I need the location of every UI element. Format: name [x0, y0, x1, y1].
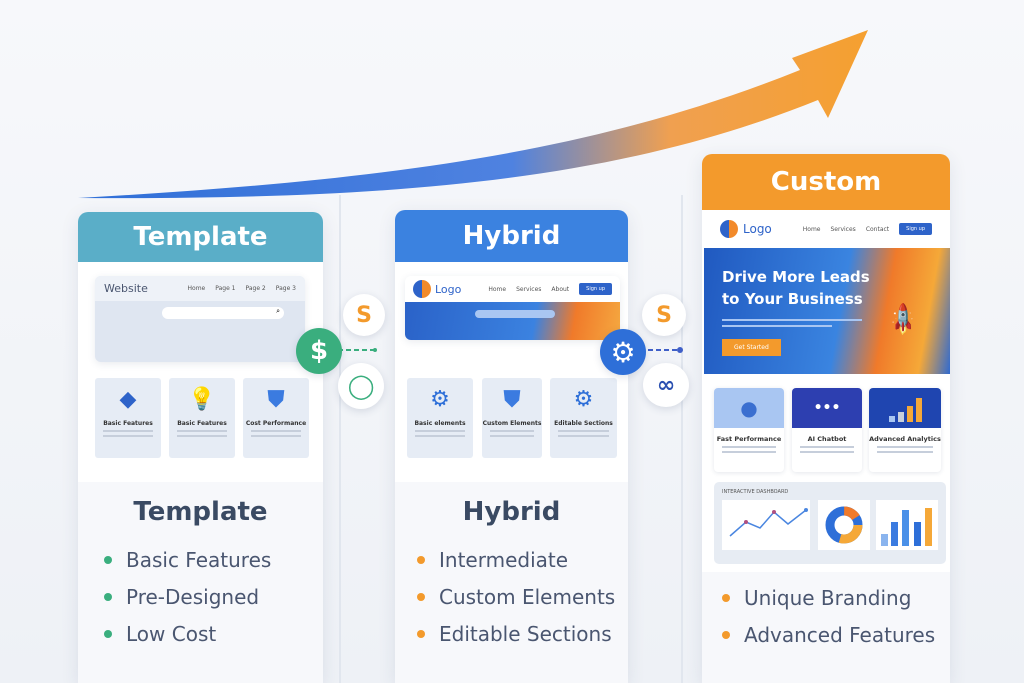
- card-header: Template: [78, 212, 323, 262]
- bar-chart: [876, 500, 938, 550]
- bullet-item: Low Cost: [104, 615, 271, 652]
- dashboard-panel: INTERACTIVE DASHBOARD: [714, 482, 946, 564]
- dashed-connector: [330, 348, 377, 352]
- swirl-icon: S: [642, 294, 686, 336]
- feature-title: Basic elements: [414, 420, 466, 427]
- nav-link[interactable]: Contact: [865, 225, 890, 233]
- hero-heading: Drive More Leads: [722, 268, 870, 286]
- feature-card: ⛊ Custom Elements: [482, 378, 542, 458]
- card-header: Custom: [702, 154, 950, 210]
- feature-title: Custom Elements: [482, 420, 542, 427]
- feature-card: ⚙ Editable Sections: [550, 378, 617, 458]
- analytics-icon: [869, 388, 941, 428]
- feature-card: ◆ Basic Features: [95, 378, 161, 458]
- feature-card: Advanced Analytics: [869, 388, 941, 472]
- feature-title: Fast Performance: [716, 435, 782, 443]
- dashed-connector: [640, 347, 683, 353]
- line-chart: [722, 500, 810, 550]
- hero-banner: Drive More Leads to Your Business Get St…: [704, 248, 950, 374]
- feature-card: ⚙ Basic elements: [407, 378, 473, 458]
- feature-title: Cost Performance: [245, 420, 307, 427]
- search-input[interactable]: ⌕: [162, 307, 284, 319]
- site-title: Website: [104, 282, 148, 295]
- shield-icon: ⛊: [267, 386, 285, 412]
- growth-arrow: [78, 30, 868, 199]
- get-started-button[interactable]: Get Started: [722, 339, 781, 356]
- hero-banner: [405, 302, 620, 340]
- nav-link: Page 3: [275, 285, 296, 292]
- nav-link: Page 2: [245, 285, 266, 292]
- feature-title: Basic Features: [177, 420, 227, 427]
- logo-text: Logo: [435, 282, 462, 296]
- dashboard-label: INTERACTIVE DASHBOARD: [722, 489, 789, 495]
- nav-link[interactable]: About: [551, 285, 570, 293]
- template-card: Template Website Home Page 1 Page 2 Page 3 …: [78, 212, 323, 683]
- chatbot-icon: •••: [792, 388, 862, 428]
- lightbulb-icon: 💡: [188, 386, 216, 412]
- bullet-item: Basic Features: [104, 541, 271, 578]
- link-icon: ∞: [643, 363, 689, 407]
- rocket-icon: 🚀: [885, 301, 923, 340]
- feature-card: ⛊ Cost Performance: [243, 378, 309, 458]
- bullet-item: Advanced Features: [722, 616, 935, 653]
- logo-icon: [413, 280, 431, 298]
- feature-title: AI Chatbot: [807, 435, 847, 443]
- swirl-icon: S: [343, 294, 385, 336]
- nav-link: Page 1: [215, 285, 236, 292]
- signup-button[interactable]: Sign up: [899, 223, 932, 235]
- bullet-item: Custom Elements: [417, 578, 615, 615]
- search-icon: ⌕: [276, 307, 280, 315]
- website-mockup: Website Home Page 1 Page 2 Page 3 ⌕: [95, 276, 305, 362]
- feature-title: Advanced Analytics: [869, 435, 941, 443]
- feature-card: 💡 Basic Features: [169, 378, 235, 458]
- feature-title: Editable Sections: [554, 420, 613, 427]
- bullet-item: Intermediate: [417, 541, 615, 578]
- gear-icon: ⚙: [600, 329, 646, 375]
- column-title: Hybrid: [462, 497, 561, 527]
- feature-card: ● Fast Performance: [714, 388, 784, 472]
- donut-chart: [818, 500, 870, 550]
- bullet-item: Unique Branding: [722, 579, 935, 616]
- feature-title: Basic Features: [103, 420, 153, 427]
- nav-link: Home: [187, 285, 206, 292]
- shield-icon: ⛊: [503, 386, 521, 412]
- dollar-icon: $: [296, 328, 342, 374]
- signup-button[interactable]: Sign up: [579, 283, 612, 295]
- logo-icon: [720, 220, 738, 238]
- bullet-item: Editable Sections: [417, 615, 615, 652]
- gear-icon: ⚙: [573, 386, 594, 412]
- hybrid-card: Hybrid Logo Home Services About Sign up ⚙ Ba…: [395, 210, 628, 683]
- logo-text: Logo: [743, 222, 772, 236]
- column-title: Template: [133, 497, 268, 527]
- custom-card: Custom Logo Home Services Contact Sign up D…: [702, 154, 950, 683]
- website-mockup: Logo Home Services About Sign up: [405, 276, 620, 340]
- nav-link[interactable]: Home: [802, 225, 821, 233]
- feature-card: ••• AI Chatbot: [792, 388, 862, 472]
- performance-icon: ●: [714, 388, 784, 428]
- nav-link[interactable]: Services: [830, 225, 856, 233]
- card-header: Hybrid: [395, 210, 628, 262]
- bullet-item: Pre-Designed: [104, 578, 271, 615]
- divider: [339, 195, 341, 683]
- nav-link[interactable]: Home: [488, 285, 507, 293]
- hero-heading: to Your Business: [722, 290, 863, 308]
- cube-icon: ◆: [119, 386, 137, 412]
- gear-icon: ⚙: [430, 386, 450, 412]
- refresh-icon: ◯: [338, 363, 384, 409]
- divider: [681, 195, 683, 683]
- nav-link[interactable]: Services: [516, 285, 542, 293]
